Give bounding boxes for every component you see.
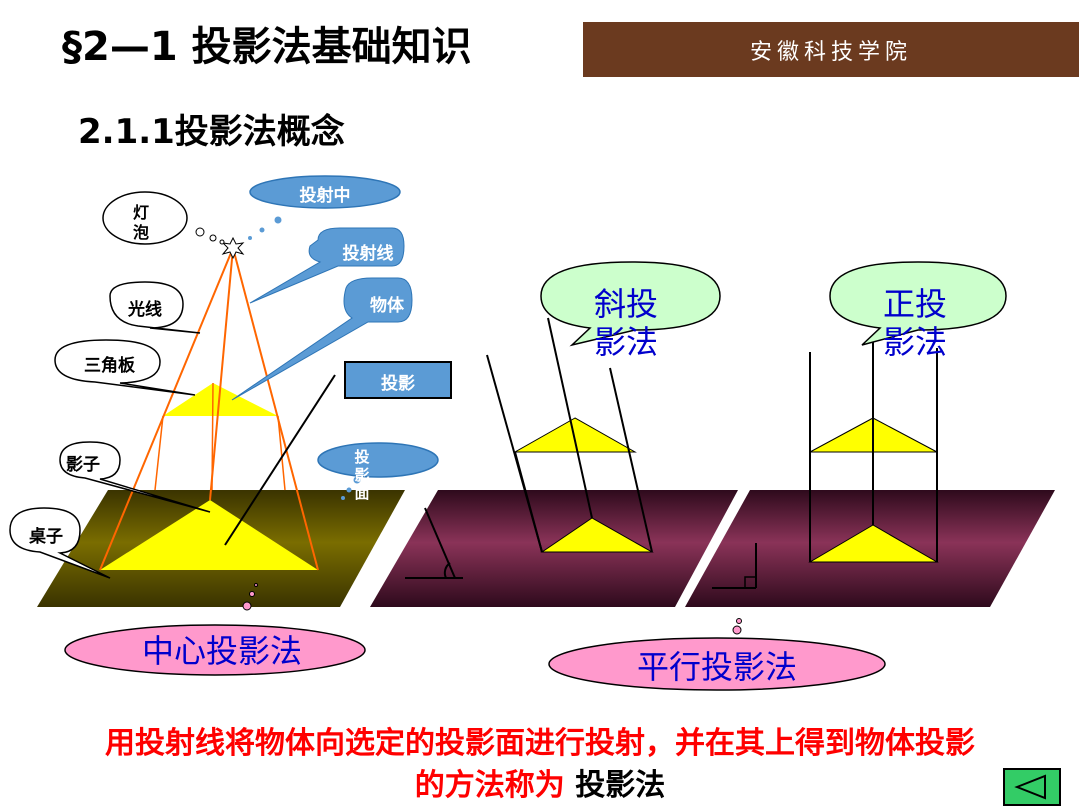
oblique-upper-triangle xyxy=(513,417,637,453)
ray-right xyxy=(232,247,319,571)
orthogonal-method-label: 正投影法 xyxy=(883,285,948,361)
page-title: §2—1 投影法基础知识 xyxy=(62,24,472,70)
definition-term: 投影法 xyxy=(575,768,666,803)
projection-plane-label: 投影面 xyxy=(354,448,370,502)
projection-center-label: 投射中 xyxy=(299,186,351,206)
shadow-label: 影子 xyxy=(66,455,100,475)
object-callout xyxy=(231,277,413,401)
projection-label: 投影 xyxy=(381,374,415,394)
ray-left xyxy=(99,247,234,571)
ray-center xyxy=(209,247,234,501)
shadow-triangle xyxy=(100,500,318,570)
definition-tail: 的方法称为 xyxy=(414,768,565,803)
light-source-star xyxy=(221,236,245,260)
oblique-projection-group xyxy=(405,317,654,579)
triangle-board-callout xyxy=(54,339,196,396)
table-label: 桌子 xyxy=(29,527,63,547)
school-name-banner: 安徽科技学院 xyxy=(583,22,1079,77)
triangle-board-label: 三角板 xyxy=(84,356,135,376)
projection-center-cloud xyxy=(249,175,401,209)
projection-line-label: 投射线 xyxy=(342,244,394,264)
ray-to-plane-right xyxy=(277,415,286,491)
orthogonal-projection-group xyxy=(712,338,939,589)
orthogonal-callout xyxy=(829,261,1007,346)
bulb-label: 灯泡 xyxy=(132,203,149,242)
object-label: 物体 xyxy=(370,296,404,316)
parallel-method-cloud xyxy=(548,637,886,691)
projection-label-box xyxy=(344,361,452,399)
section-subtitle: 2.1.1投影法概念 xyxy=(78,112,345,152)
projection-line-callout xyxy=(249,227,405,304)
oblique-lower-triangle xyxy=(540,517,654,553)
light-callout xyxy=(109,281,201,334)
ray-to-plane-left xyxy=(154,415,164,491)
bulb-cloud xyxy=(102,191,188,245)
projection-pointer xyxy=(224,374,336,546)
shadow-callout xyxy=(59,441,211,513)
oblique-callout xyxy=(540,261,721,347)
board-triangle xyxy=(163,383,278,416)
orthogonal-lower-triangle xyxy=(808,524,939,563)
central-method-label: 中心投影法 xyxy=(141,632,302,670)
definition-line-2: 的方法称为 投影法 xyxy=(0,760,1080,804)
triangle-left-icon xyxy=(1014,774,1046,800)
central-projection-group xyxy=(99,236,336,571)
parallel-method-label: 平行投影法 xyxy=(636,648,797,686)
central-method-cloud xyxy=(64,624,366,676)
ray-to-plane-mid xyxy=(211,382,214,491)
projection-plane-cloud xyxy=(317,442,439,478)
table-callout xyxy=(9,507,111,579)
oblique-method-label: 斜投影法 xyxy=(594,285,659,361)
definition-line-1: 用投射线将物体向选定的投影面进行投射，并在其上得到物体投影 xyxy=(105,726,975,761)
light-label: 光线 xyxy=(128,300,162,320)
back-nav-button[interactable] xyxy=(1003,768,1061,806)
